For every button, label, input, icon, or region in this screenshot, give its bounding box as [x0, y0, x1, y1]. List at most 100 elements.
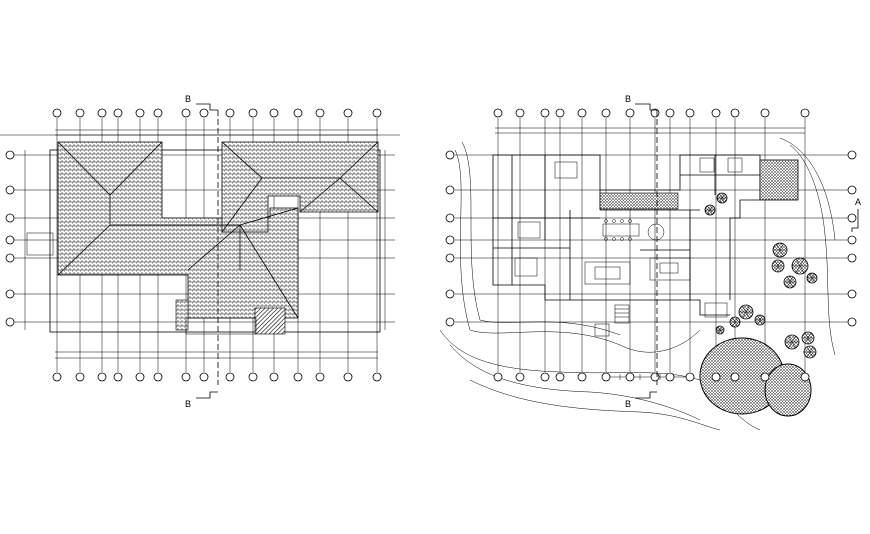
- floor-plan: B B A: [439, 94, 861, 431]
- tree-branch: [779, 243, 784, 251]
- tree-branch: [795, 258, 801, 267]
- grid-bubble: [847, 150, 857, 160]
- tree: [771, 259, 785, 273]
- grid-bubble: [577, 108, 587, 118]
- tree: [783, 275, 797, 289]
- left-terrace: [26, 232, 54, 256]
- outdoor-deck: [704, 302, 728, 318]
- tree-branch: [757, 319, 761, 325]
- tree: [729, 316, 741, 328]
- section-label-a: A: [855, 197, 861, 207]
- tree-branch: [732, 317, 736, 323]
- tree-branch: [717, 326, 721, 331]
- tree-branch: [809, 346, 814, 353]
- grid-bubble: [97, 108, 107, 118]
- tree-branch: [789, 281, 794, 288]
- tree-branch: [779, 249, 784, 257]
- grid-bubble: [800, 372, 810, 382]
- entry-porch: [175, 299, 189, 331]
- grid-bubble: [5, 253, 15, 263]
- tree: [803, 345, 817, 359]
- tree-branch: [776, 249, 781, 257]
- grid-bubble: [135, 372, 145, 382]
- tree: [704, 204, 716, 216]
- roof-tiles: [26, 141, 379, 335]
- tree-branch: [776, 243, 781, 251]
- grid-bubble: [847, 213, 857, 223]
- grid-bubble: [52, 108, 62, 118]
- tree: [716, 192, 728, 204]
- tree-branch: [745, 311, 750, 319]
- grid-bubble: [372, 108, 382, 118]
- grid-bubble: [113, 372, 123, 382]
- tree-branch: [709, 205, 713, 211]
- grid-bubble: [5, 289, 15, 299]
- grid-bubble: [515, 108, 525, 118]
- bed-5: [727, 157, 743, 173]
- grid-bubble: [445, 253, 455, 263]
- grid-bubble: [269, 372, 279, 382]
- lounge-set: [649, 257, 691, 281]
- grid-bubble: [248, 372, 258, 382]
- right-grid-bubbles: [445, 108, 857, 382]
- right-section-marker-bottom: B: [625, 391, 657, 409]
- tree-branch: [719, 197, 723, 203]
- furniture: [514, 157, 743, 337]
- tree: [791, 257, 809, 275]
- grid-bubble: [75, 372, 85, 382]
- grid-bubble: [248, 108, 258, 118]
- grid-bubble: [847, 235, 857, 245]
- courtyard-planting: [759, 159, 799, 201]
- tree-branch: [807, 332, 812, 339]
- grid-bubble: [225, 108, 235, 118]
- grid-bubble: [847, 317, 857, 327]
- tree-branch: [734, 321, 738, 327]
- section-label-b-top: B: [185, 94, 191, 104]
- tree-branch: [788, 341, 793, 349]
- section-label-b-top-right: B: [625, 94, 631, 104]
- grid-bubble: [493, 372, 503, 382]
- left-top-dimension-line: [55, 129, 378, 136]
- right-section-marker-side: A: [851, 197, 861, 232]
- tree-branch: [811, 277, 815, 283]
- grid-bubble: [113, 108, 123, 118]
- grid-bubble: [540, 108, 550, 118]
- roof-hip-lines: [57, 141, 379, 319]
- tree-branch: [804, 332, 809, 339]
- tree-branch: [745, 305, 750, 313]
- grid-bubble: [181, 108, 191, 118]
- grid-bubble: [445, 185, 455, 195]
- tree: [801, 331, 815, 345]
- garden-strip: [599, 192, 679, 210]
- grid-bubble: [445, 213, 455, 223]
- grid-bubble: [711, 372, 721, 382]
- grid-bubble: [847, 185, 857, 195]
- tree-branch: [719, 326, 723, 331]
- grid-bubble: [760, 372, 770, 382]
- bed-3: [554, 161, 578, 179]
- tree-branch: [777, 265, 782, 272]
- grid-bubble: [5, 213, 15, 223]
- grid-bubble: [540, 372, 550, 382]
- tree-branch: [759, 315, 763, 321]
- tree-branch: [774, 265, 779, 272]
- tree-branch: [789, 276, 794, 283]
- tree-branch: [721, 197, 725, 203]
- porch-slab: [185, 317, 257, 335]
- grid-bubble: [665, 372, 675, 382]
- roof-wing-right: [221, 141, 379, 233]
- tree-branch: [806, 346, 811, 353]
- grid-bubble: [5, 185, 15, 195]
- tree: [806, 272, 818, 284]
- grid-bubble: [225, 372, 235, 382]
- grid-bubble: [730, 372, 740, 382]
- tree-branch: [719, 329, 723, 334]
- tree-branch: [791, 341, 796, 349]
- tree-branch: [811, 273, 815, 279]
- grid-bubble: [625, 108, 635, 118]
- section-label-b-bottom: B: [185, 399, 191, 409]
- grid-bubble: [199, 372, 209, 382]
- tree-branch: [809, 351, 814, 358]
- tree-branch: [709, 209, 713, 215]
